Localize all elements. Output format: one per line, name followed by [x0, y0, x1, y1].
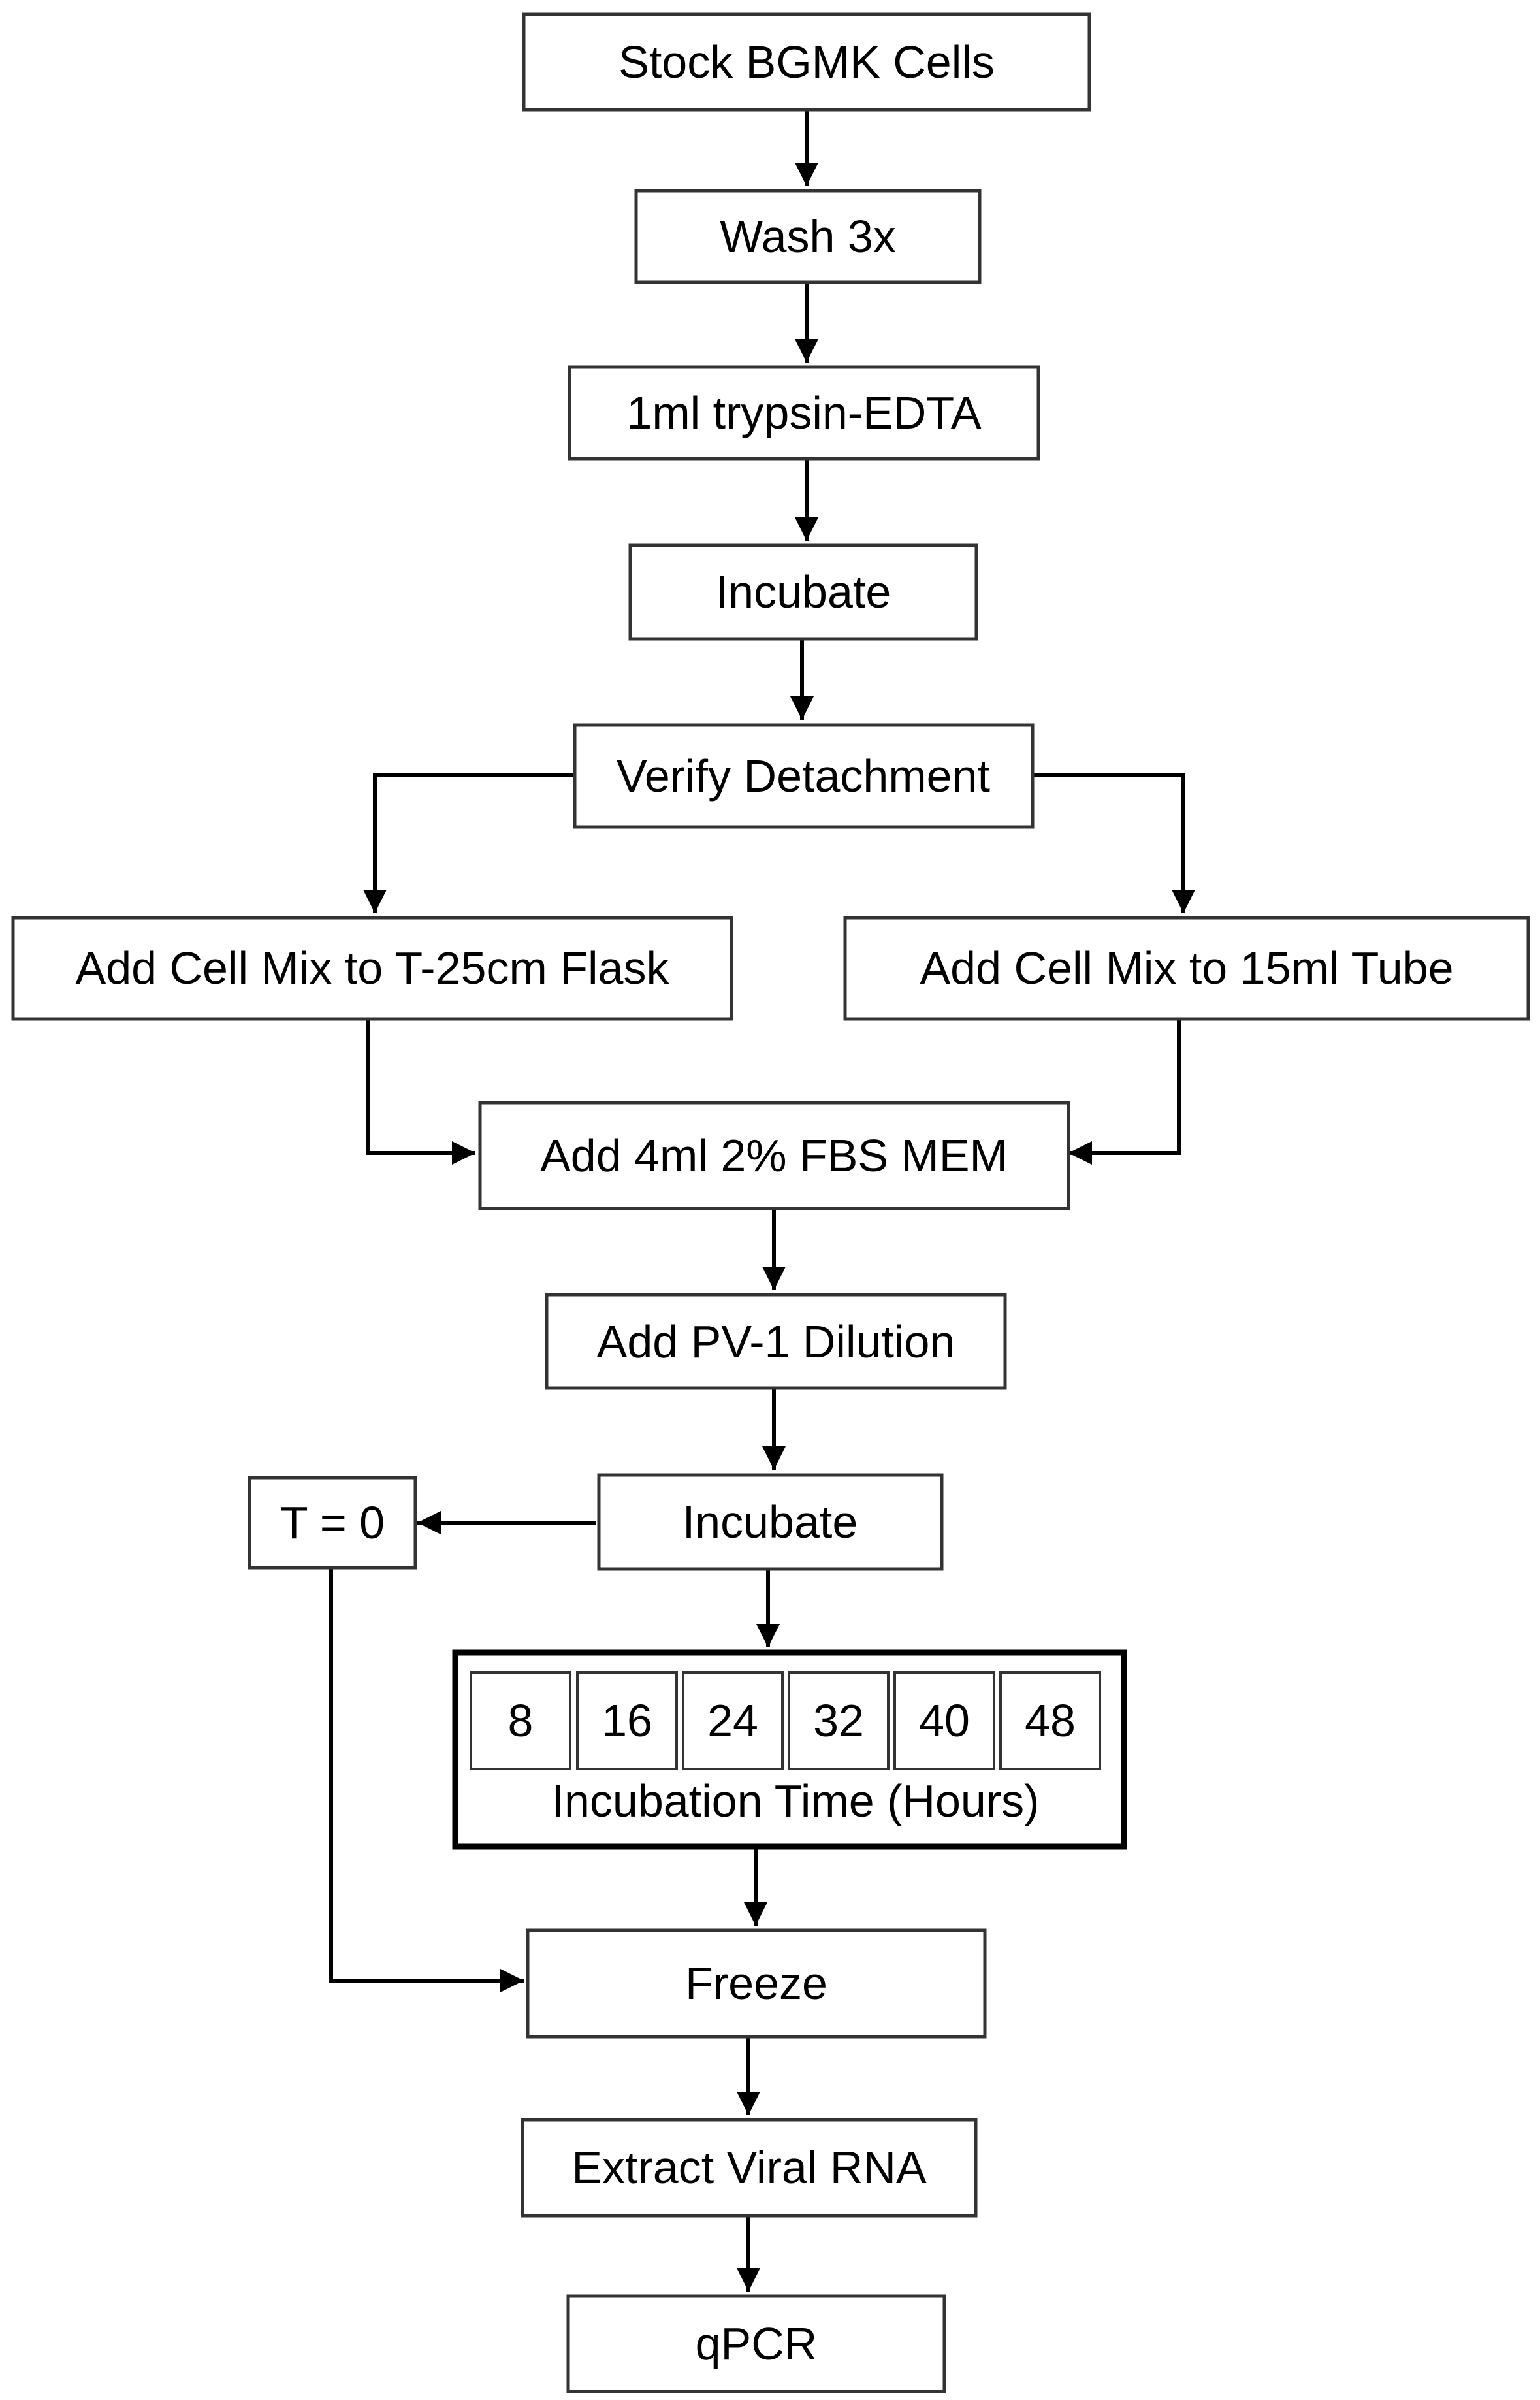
step-t-equals-zero: T = 0 — [248, 1476, 417, 1570]
step-label: Stock BGMK Cells — [618, 37, 995, 88]
step-wash-3x: Wash 3x — [634, 189, 982, 284]
step-label: Wash 3x — [720, 211, 896, 262]
step-incubate-second: Incubate — [597, 1473, 944, 1571]
hour-label: 32 — [813, 1695, 864, 1746]
step-add-fbs-mem: Add 4ml 2% FBS MEM — [478, 1101, 1070, 1210]
arrow-tube-to-mem — [1068, 1019, 1181, 1165]
step-label: Add PV-1 Dilution — [597, 1316, 955, 1367]
step-label: Incubate — [716, 566, 891, 617]
step-label: Add 4ml 2% FBS MEM — [540, 1130, 1008, 1181]
hour-box-40: 40 — [893, 1671, 995, 1770]
hour-label: 40 — [919, 1695, 970, 1746]
incubation-time-label: Incubation Time (Hours) — [552, 1776, 1040, 1826]
step-add-cell-mix-flask: Add Cell Mix to T-25cm Flask — [11, 916, 733, 1021]
connectors — [329, 110, 1195, 2292]
step-qpcr: qPCR — [566, 2294, 946, 2393]
step-label: Incubate — [682, 1497, 858, 1548]
incubation-time-group: 8 16 24 32 40 48 Incubation Time (Hours) — [452, 1649, 1127, 1850]
arrow-verify-to-tube — [1033, 773, 1195, 913]
step-label: T = 0 — [280, 1497, 385, 1548]
step-extract-viral-rna: Extract Viral RNA — [521, 2118, 978, 2218]
arrow-verify-to-flask — [363, 773, 575, 913]
step-label: qPCR — [696, 2318, 818, 2369]
arrow-flask-to-mem — [366, 1019, 475, 1165]
step-verify-detachment: Verify Detachment — [573, 723, 1035, 829]
step-add-pv1-dilution: Add PV-1 Dilution — [545, 1293, 1007, 1390]
step-add-cell-mix-tube: Add Cell Mix to 15ml Tube — [843, 916, 1530, 1021]
hour-label: 24 — [707, 1695, 758, 1746]
arrow-t0-to-freeze — [329, 1568, 524, 1992]
step-incubate-first: Incubate — [628, 543, 978, 641]
hour-box-16: 16 — [576, 1671, 678, 1770]
step-label: Verify Detachment — [617, 751, 990, 802]
hour-box-8: 8 — [470, 1671, 571, 1770]
hour-label: 8 — [508, 1695, 534, 1746]
hour-box-24: 24 — [682, 1671, 784, 1770]
hour-label: 48 — [1025, 1695, 1076, 1746]
step-label: Add Cell Mix to 15ml Tube — [920, 943, 1453, 994]
step-label: Extract Viral RNA — [571, 2142, 927, 2193]
hour-label: 16 — [602, 1695, 652, 1746]
step-label: 1ml trypsin-EDTA — [626, 387, 982, 438]
step-label: Freeze — [685, 1958, 827, 2009]
step-label: Add Cell Mix to T-25cm Flask — [76, 943, 670, 994]
hour-box-48: 48 — [999, 1671, 1101, 1770]
step-freeze: Freeze — [526, 1928, 987, 2039]
step-stock-bgmk-cells: Stock BGMK Cells — [522, 12, 1091, 112]
step-trypsin-edta: 1ml trypsin-EDTA — [568, 365, 1040, 461]
hour-box-32: 32 — [788, 1671, 890, 1770]
